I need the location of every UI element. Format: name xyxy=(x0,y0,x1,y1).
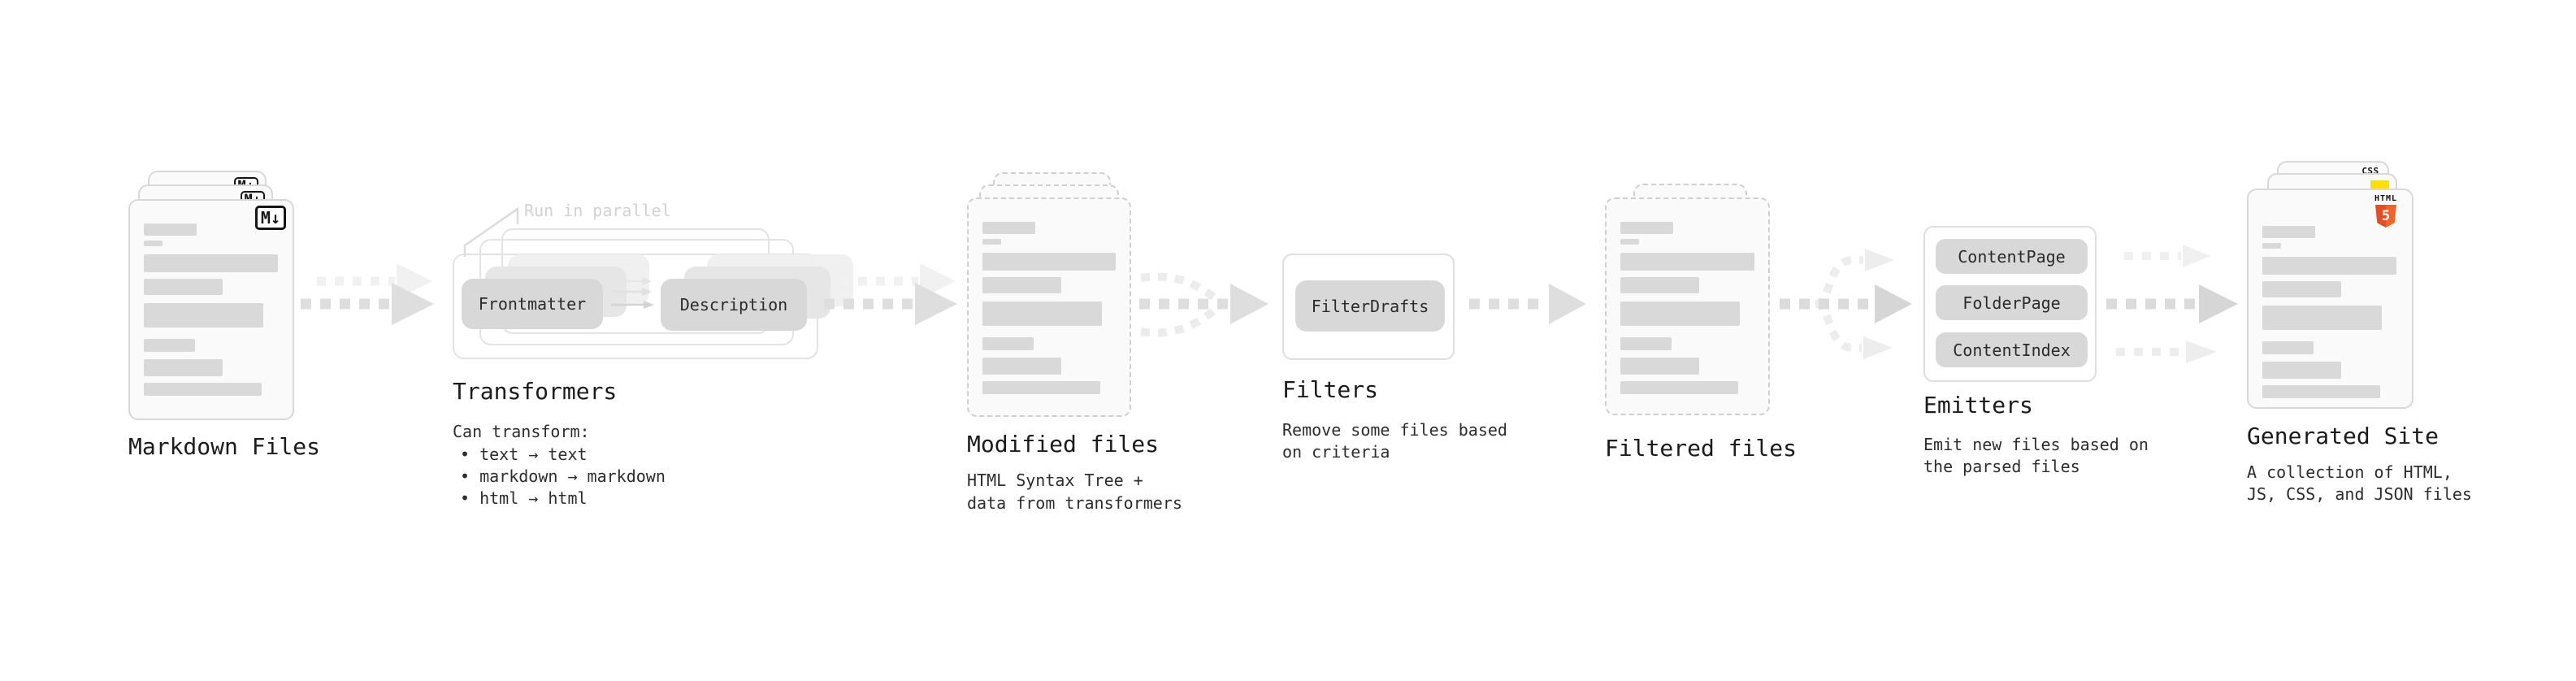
emitter-node-contentpage: ContentPage xyxy=(1936,239,2088,274)
filters-description: on criteria xyxy=(1282,442,1390,462)
html5-icon-number: 5 xyxy=(2381,208,2391,224)
transformers-bullet: • html → html xyxy=(460,488,588,508)
css-icon-label: CSS xyxy=(2361,166,2379,176)
text-line-bar xyxy=(2262,281,2341,297)
transformer-node-frontmatter: Frontmatter xyxy=(462,279,603,329)
html5-icon: HTML 5 xyxy=(2370,195,2402,228)
text-line-bar xyxy=(144,359,223,376)
arrow-emitters-to-generated xyxy=(2106,245,2238,363)
emitters-description: Emit new files based on xyxy=(1923,435,2149,454)
text-line-bar xyxy=(2262,385,2380,398)
generated-site-description: A collection of HTML, xyxy=(2247,462,2452,482)
document-content-placeholder xyxy=(144,223,279,396)
modified-files-description: HTML Syntax Tree + xyxy=(967,471,1143,490)
arrow-transformers-to-modified xyxy=(824,263,957,325)
text-line-bar xyxy=(1620,222,1673,234)
text-line-bar xyxy=(1620,301,1740,326)
arrow-modified-to-filters-merge xyxy=(1139,272,1268,337)
text-line-bar xyxy=(2262,226,2315,238)
html5-icon-shield: 5 xyxy=(2375,205,2396,228)
text-line-bar xyxy=(1620,239,1639,245)
document-content-placeholder xyxy=(982,222,1116,394)
text-line-bar xyxy=(1620,253,1754,271)
text-line-bar xyxy=(982,337,1034,350)
emitters-box: ContentPage FolderPage ContentIndex xyxy=(1923,226,2097,382)
emitters-description: the parsed files xyxy=(1923,457,2080,476)
filters-box: FilterDrafts xyxy=(1282,254,1455,360)
html5-icon-label: HTML xyxy=(2374,194,2398,203)
text-line-bar xyxy=(1620,381,1738,394)
emitter-node-contentindex: ContentIndex xyxy=(1936,332,2088,367)
text-line-bar xyxy=(2262,341,2314,354)
emitters-heading: Emitters xyxy=(1923,392,2033,419)
text-line-bar xyxy=(144,383,262,396)
transformer-node-description: Description xyxy=(661,279,807,331)
arrow-filtered-to-emitters-fanout xyxy=(1780,249,1912,359)
text-line-bar xyxy=(2262,243,2281,249)
filter-node-filterdrafts: FilterDrafts xyxy=(1295,280,1445,332)
text-line-bar xyxy=(1620,337,1672,350)
text-line-bar xyxy=(982,239,1001,245)
text-line-bar xyxy=(144,254,278,272)
filtered-file-card-front xyxy=(1605,197,1770,415)
text-line-bar xyxy=(144,339,195,352)
modified-files-label: Modified files xyxy=(967,431,1160,458)
transformers-bullet: • text → text xyxy=(460,445,588,464)
text-line-bar xyxy=(982,381,1100,394)
transformers-intro: Can transform: xyxy=(453,422,590,441)
text-line-bar xyxy=(1620,277,1699,293)
text-line-bar xyxy=(144,279,223,295)
text-line-bar xyxy=(2262,257,2396,275)
parallel-arrows xyxy=(611,277,654,309)
filters-description: Remove some files based xyxy=(1282,420,1507,440)
generated-site-description: JS, CSS, and JSON files xyxy=(2247,484,2472,504)
modified-files-description: data from transformers xyxy=(967,493,1182,513)
arrow-filters-to-filtered xyxy=(1469,284,1586,324)
generated-site-label: Generated Site xyxy=(2247,423,2439,449)
filters-heading: Filters xyxy=(1282,376,1379,403)
text-line-bar xyxy=(144,241,163,246)
markdown-icon: M↓ xyxy=(254,206,286,230)
text-line-bar xyxy=(2262,306,2382,330)
text-line-bar xyxy=(1620,358,1699,375)
annotation-leader-line xyxy=(463,206,519,257)
run-in-parallel-annotation: Run in parallel xyxy=(524,201,671,220)
generated-file-card-html: HTML 5 xyxy=(2247,189,2413,409)
document-content-placeholder xyxy=(1620,222,1754,394)
text-line-bar xyxy=(2262,362,2341,379)
text-line-bar xyxy=(144,303,263,327)
text-line-bar xyxy=(144,223,197,236)
transformers-heading: Transformers xyxy=(453,378,618,405)
filtered-files-label: Filtered files xyxy=(1605,435,1798,462)
markdown-file-card-front: M↓ xyxy=(128,199,294,420)
text-line-bar xyxy=(982,358,1061,375)
transformers-bullet: • markdown → markdown xyxy=(460,466,666,486)
markdown-files-label: Markdown Files xyxy=(128,433,321,460)
js-icon xyxy=(2370,180,2389,189)
arrow-markdown-to-transformers xyxy=(301,263,434,325)
emitter-node-folderpage: FolderPage xyxy=(1936,285,2088,320)
text-line-bar xyxy=(982,253,1116,271)
text-line-bar xyxy=(982,222,1035,234)
text-line-bar xyxy=(982,277,1061,293)
text-line-bar xyxy=(982,301,1102,326)
modified-file-card-front xyxy=(967,197,1131,417)
document-content-placeholder xyxy=(2262,226,2398,398)
